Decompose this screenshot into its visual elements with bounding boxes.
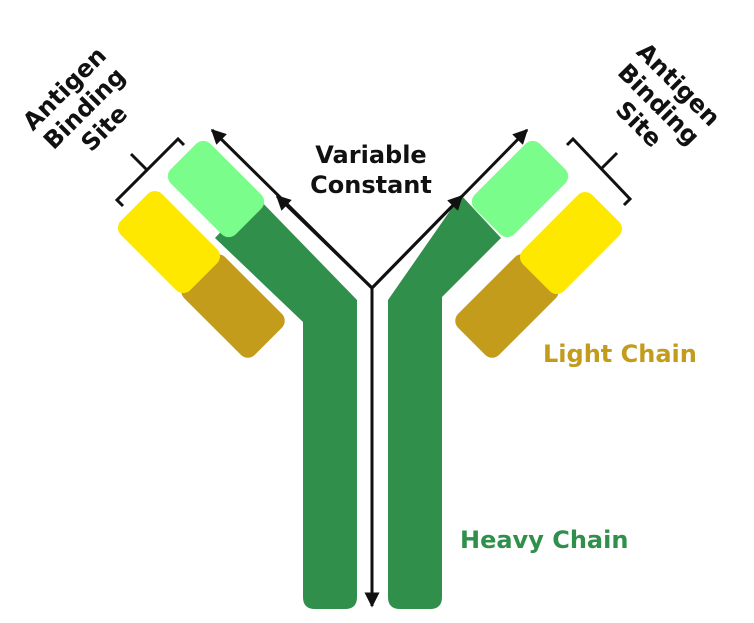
light-variable-domain-right bbox=[519, 191, 623, 295]
light-constant-domain-right bbox=[455, 254, 559, 358]
heavy-chain-label: Heavy Chain bbox=[460, 526, 628, 554]
variable-label: Variable bbox=[315, 141, 426, 169]
heavy-variable-domain-right bbox=[471, 140, 569, 238]
heavy-variable-domain-left bbox=[167, 140, 265, 238]
light-constant-domain-left bbox=[181, 254, 285, 358]
antigen-bracket-right-tick bbox=[599, 151, 619, 171]
constant-label: Constant bbox=[310, 171, 432, 199]
heavy-chain-right bbox=[388, 195, 501, 609]
antigen-bracket-right bbox=[565, 136, 633, 207]
antigen-label-right: Antigen Binding Site bbox=[610, 37, 726, 153]
antigen-bracket-left-tick bbox=[129, 152, 149, 172]
heavy-chain-left bbox=[215, 195, 357, 609]
light-chain-label: Light Chain bbox=[543, 340, 697, 368]
constant-arrow-right-line bbox=[370, 194, 464, 290]
light-variable-domain-left bbox=[117, 190, 221, 294]
constant-arrow-left-line bbox=[275, 194, 374, 290]
